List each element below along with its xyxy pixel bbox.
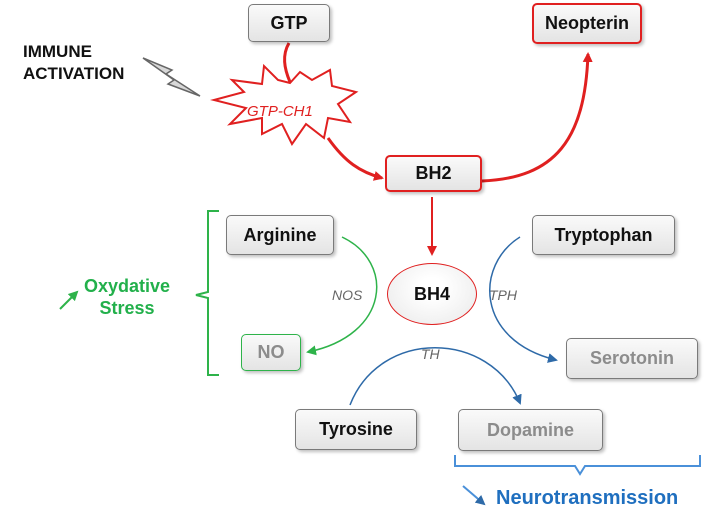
- tph-enzyme-label: TPH: [489, 287, 517, 303]
- lightning-bolt-icon: [142, 57, 201, 97]
- node-no: NO: [241, 334, 301, 371]
- down-arrow-icon: [462, 485, 486, 506]
- node-gtp: GTP: [248, 4, 330, 42]
- node-neopterin: Neopterin: [532, 3, 642, 44]
- node-bh2: BH2: [385, 155, 482, 192]
- node-arginine: Arginine: [226, 215, 334, 255]
- arginine-to-no-arrow: [306, 236, 378, 356]
- node-tyrosine: Tyrosine: [295, 409, 417, 450]
- up-arrow-icon: [59, 290, 79, 310]
- gtp-to-enzyme-connector: [283, 42, 292, 83]
- oxidative-stress-label: Oxydative Stress: [84, 275, 170, 319]
- immune-label-line2: ACTIVATION: [23, 64, 125, 83]
- tryptophan-to-serotonin-arrow: [489, 236, 558, 363]
- neurotransmission-bracket: [454, 455, 701, 476]
- neurotransmission-label: Neurotransmission: [496, 487, 679, 509]
- bh2-to-neopterin-arrow: [481, 52, 593, 183]
- node-serotonin: Serotonin: [566, 338, 698, 379]
- oxidative-label-line1: Oxydative: [84, 276, 171, 296]
- node-bh4: BH4: [387, 263, 477, 325]
- immune-activation-label: IMMUNE ACTIVATION: [23, 41, 124, 85]
- th-enzyme-label: TH: [421, 346, 440, 362]
- oxidative-label-line2: Stress: [99, 298, 155, 318]
- node-dopamine: Dopamine: [458, 409, 603, 451]
- nos-enzyme-label: NOS: [332, 287, 363, 303]
- oxidative-stress-bracket: [195, 210, 219, 376]
- gtp-ch1-enzyme-label: GTP-CH1: [247, 103, 313, 120]
- tyrosine-to-dopamine-arrow: [349, 347, 522, 406]
- immune-label-line1: IMMUNE: [23, 42, 92, 61]
- node-tryptophan: Tryptophan: [532, 215, 675, 255]
- enzyme-to-bh2-arrow: [326, 137, 384, 181]
- gtp-ch1-starburst-shape: [210, 63, 359, 146]
